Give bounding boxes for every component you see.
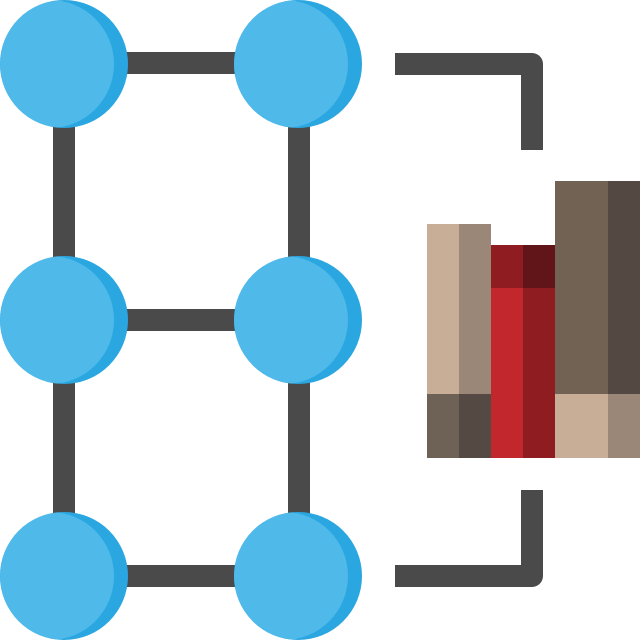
node-middle-right — [234, 256, 362, 384]
node-middle-left — [0, 256, 128, 384]
graph-edges — [53, 52, 310, 587]
bracket-bottom — [395, 490, 543, 587]
edge-left-upper-vertical — [53, 110, 75, 280]
edge-right-lower-vertical — [288, 365, 310, 535]
node-top-left — [0, 0, 128, 128]
edge-right-upper-vertical — [288, 110, 310, 280]
book-red — [491, 245, 555, 458]
node-top-right — [234, 0, 362, 128]
edge-top-horizontal — [110, 52, 250, 74]
node-bottom-left — [0, 512, 128, 640]
edge-bottom-horizontal — [110, 565, 250, 587]
edge-left-lower-vertical — [53, 365, 75, 535]
books — [427, 181, 640, 458]
book-beige — [427, 224, 491, 458]
edge-middle-horizontal — [110, 309, 250, 331]
node-bottom-right — [234, 512, 362, 640]
book-brown — [555, 181, 640, 458]
bracket-top — [395, 53, 543, 150]
graph-nodes — [0, 0, 362, 640]
